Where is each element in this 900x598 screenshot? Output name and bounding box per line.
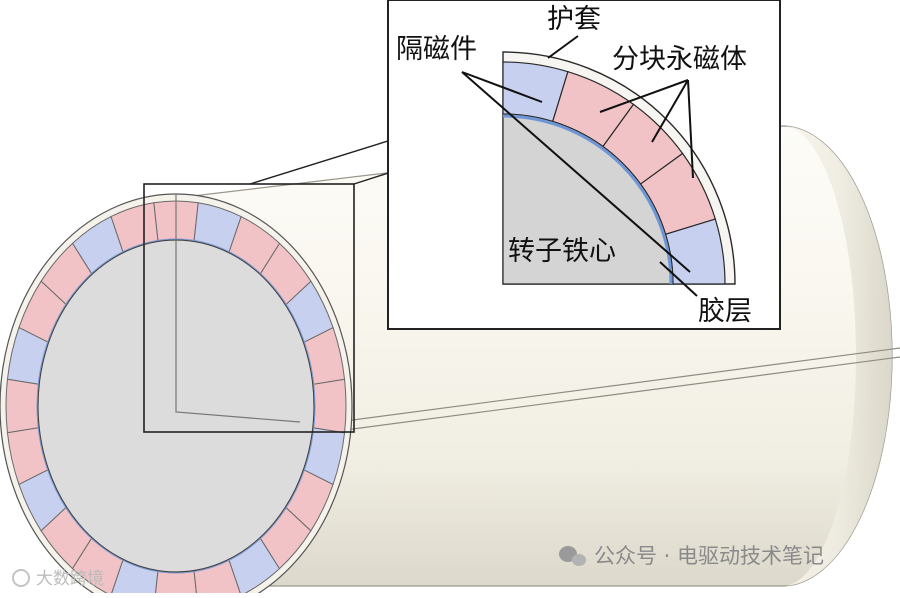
magnet-segment [5,378,40,434]
label-magnetic-barrier: 隔磁件 [396,34,477,65]
zoom-connector [249,135,405,185]
wechat-watermark: 公众号 · 电驱动技术笔记 [559,544,824,568]
leader-magnet-2 [651,79,689,143]
watermark-logo-icon [12,569,30,587]
magnet-ring [5,200,347,598]
sleeve-cut-notch [175,194,301,423]
cylinder-end-shading [782,126,892,586]
wechat-icon-bubble [572,554,586,566]
leader-adhesive [659,261,698,297]
inset-detail [502,51,736,285]
cut-groove-line [329,356,900,433]
magnet-segment [154,570,198,598]
secondary-watermark: 大数跨境 [12,569,104,589]
label-rotor-core: 转子铁心 [508,236,616,267]
leader-magnet-3 [687,79,694,179]
label-segmented-magnet: 分块永磁体 [612,44,747,75]
leader-magnet-1 [599,79,689,113]
inset-adhesive-layer [502,114,673,285]
leader-barrier-1 [461,71,543,103]
leader-barrier-2 [461,71,691,273]
leader-lines [461,35,698,297]
wechat-watermark-text: 公众号 · 电驱动技术笔记 [594,544,824,568]
zoom-region-box [143,183,355,433]
cut-groove-line [329,347,900,424]
label-adhesive-layer: 胶层 [698,296,752,327]
secondary-watermark-text: 大数跨境 [36,569,104,589]
magnet-segment [312,378,347,434]
label-sleeve: 护套 [547,4,601,35]
leader-sleeve [547,35,579,59]
